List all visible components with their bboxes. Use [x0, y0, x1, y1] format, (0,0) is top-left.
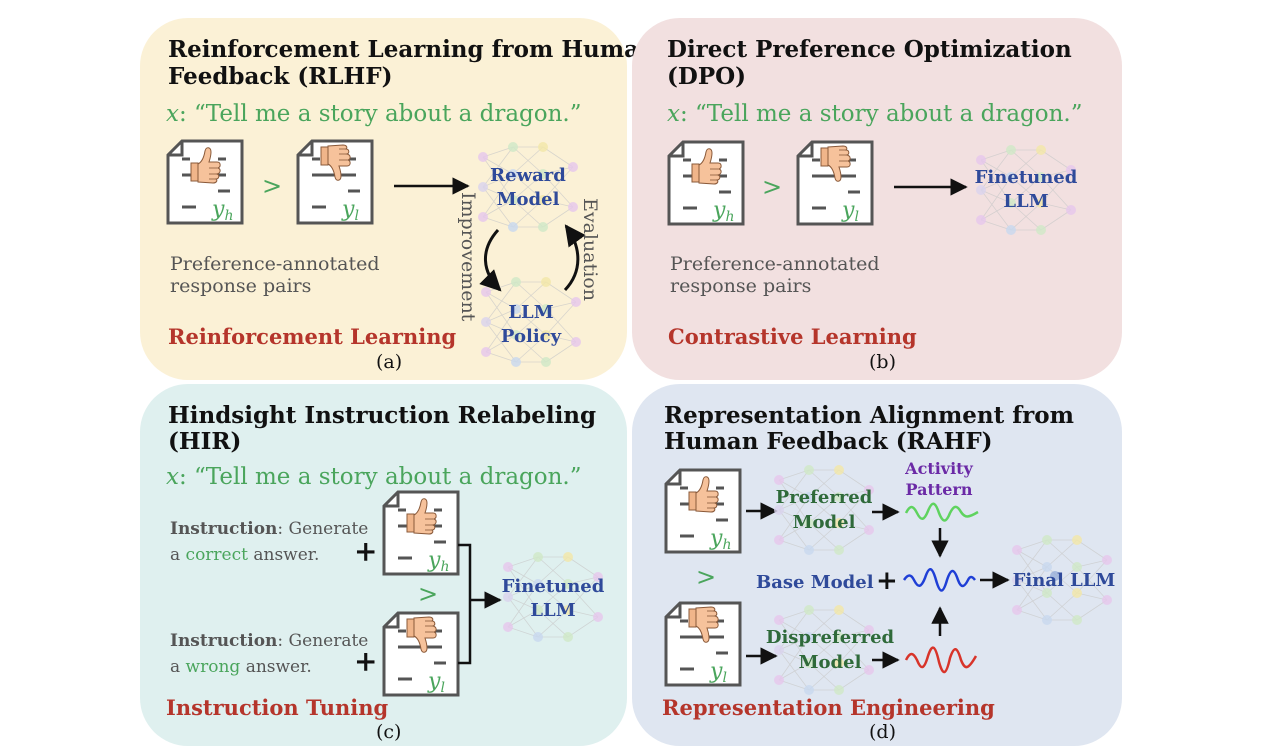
panel-title-line2: (HIR): [168, 428, 241, 455]
greater-symbol: >: [418, 580, 438, 608]
finetuned-llm-line1: Finetuned: [502, 576, 605, 597]
preference-line1: Preference-annotated: [170, 253, 380, 275]
wave-icon: [902, 568, 976, 592]
panel-caption: (b): [869, 351, 896, 373]
base-model-label: Base Model: [756, 572, 874, 593]
greater-symbol: >: [762, 173, 782, 201]
document-icon: yh: [382, 490, 460, 576]
greater-symbol: >: [696, 563, 716, 591]
method-label: Instruction Tuning: [166, 695, 388, 720]
dispreferred-model-line1: Dispreferred: [766, 627, 895, 648]
panel-title-line2: (DPO): [667, 63, 746, 90]
improvement-label: Improvement: [457, 192, 479, 322]
arrow-icon: [479, 228, 502, 292]
y-h-label: yh: [712, 198, 734, 225]
panel-rahf: Representation Alignment from Human Feed…: [632, 384, 1122, 746]
panel-title-line2: Feedback (RLHF): [168, 63, 392, 90]
panel-hir: Hindsight Instruction Relabeling (HIR) x…: [140, 384, 627, 746]
instruction-correct-line1: Instruction: Generate: [170, 519, 368, 539]
y-l-label: yl: [709, 659, 727, 686]
plus-symbol: +: [876, 566, 898, 596]
panel-caption: (a): [376, 351, 402, 373]
instruction-correct-line2: a correct answer.: [170, 545, 319, 565]
plus-symbol: +: [354, 535, 377, 568]
document-icon: yl: [296, 139, 374, 225]
document-icon: yh: [664, 468, 742, 554]
document-icon: yl: [382, 611, 460, 697]
panel-title-line2: Human Feedback (RAHF): [664, 428, 993, 455]
preferred-model-line2: Model: [793, 512, 856, 533]
prompt-text: x: “Tell me a story about a dragon.”: [667, 101, 1083, 127]
preference-line1: Preference-annotated: [670, 253, 880, 275]
document-icon: yh: [166, 139, 244, 225]
plus-symbol: +: [354, 645, 377, 678]
panel-title-line1: Representation Alignment from: [664, 402, 1074, 429]
greater-symbol: >: [262, 172, 282, 200]
dispreferred-model-line2: Model: [799, 652, 862, 673]
instruction-wrong-line2: a wrong answer.: [170, 657, 312, 677]
finetuned-llm-line1: Finetuned: [975, 167, 1078, 188]
bracket: [458, 543, 472, 665]
y-l-label: yl: [341, 197, 359, 224]
y-h-label: yh: [709, 526, 731, 553]
y-h-label: yh: [211, 197, 233, 224]
panel-title-line1: Hindsight Instruction Relabeling: [168, 402, 596, 429]
document-icon: yl: [664, 601, 742, 687]
finetuned-llm-line2: LLM: [530, 600, 575, 621]
y-l-label: yl: [841, 198, 859, 225]
highlight-node: [1050, 571, 1060, 581]
preference-line2: response pairs: [670, 275, 811, 297]
activity-pattern-line2: Pattern: [906, 480, 973, 499]
prompt-text: x: “Tell me a story about a dragon.”: [166, 464, 582, 490]
method-label: Contrastive Learning: [668, 324, 917, 349]
panel-title-line1: Reinforcement Learning from Human: [168, 36, 656, 63]
panel-rlhf: Reinforcement Learning from Human Feedba…: [140, 18, 656, 380]
preference-line2: response pairs: [170, 275, 311, 297]
activity-pattern-line1: Activity: [904, 459, 973, 478]
method-label: Reinforcement Learning: [168, 324, 456, 349]
final-llm-label: Final LLM: [1013, 570, 1116, 591]
document-icon: yl: [796, 140, 874, 226]
reward-model-line1: Reward: [490, 165, 566, 186]
document-icon: yh: [667, 140, 745, 226]
method-label: Representation Engineering: [662, 695, 995, 720]
panel-dpo: Direct Preference Optimization (DPO) x: …: [632, 18, 1122, 380]
evaluation-label: Evaluation: [579, 198, 601, 301]
finetuned-llm-line2: LLM: [1003, 191, 1048, 212]
reward-model-line2: Model: [497, 189, 560, 210]
preferred-model-line1: Preferred: [776, 487, 873, 508]
panel-title-line1: Direct Preference Optimization: [667, 36, 1072, 63]
arrow-icon: [563, 224, 586, 292]
instruction-wrong-line1: Instruction: Generate: [170, 631, 368, 651]
y-l-label: yl: [427, 669, 445, 696]
wave-icon: [904, 502, 979, 522]
panel-caption: (c): [376, 721, 401, 743]
y-h-label: yh: [427, 548, 449, 575]
panel-caption: (d): [869, 721, 896, 743]
llm-policy-line2: Policy: [501, 326, 562, 347]
llm-policy-line1: LLM: [508, 302, 553, 323]
prompt-text: x: “Tell me a story about a dragon.”: [166, 101, 582, 127]
wave-icon: [904, 646, 978, 674]
